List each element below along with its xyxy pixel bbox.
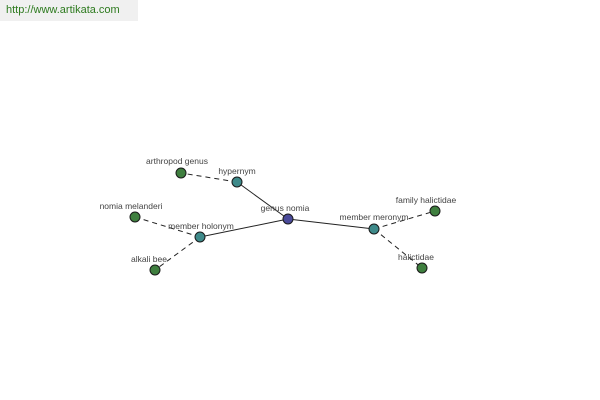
label-hypernym: hypernym: [218, 166, 255, 176]
watermark-bar: http://www.artikata.com: [0, 0, 138, 21]
node-nomia-melanderi[interactable]: [129, 211, 141, 223]
edge-center-member-holonym: [199, 218, 289, 238]
edge-holonym-nomia-melanderi: [134, 216, 201, 238]
node-halictidae[interactable]: [416, 262, 428, 274]
edge-hypernym-arthropod-genus: [180, 172, 238, 183]
graph-nodes: [129, 167, 441, 276]
node-arthropod-genus[interactable]: [175, 167, 187, 179]
label-alkali-bee: alkali bee: [131, 254, 167, 264]
edge-meronym-halictidae: [373, 228, 423, 269]
edge-center-hypernym: [236, 181, 289, 220]
watermark-url[interactable]: http://www.artikata.com: [6, 4, 120, 16]
label-halictidae: halictidae: [398, 252, 434, 262]
label-member-meronym: member meronym: [340, 212, 409, 222]
node-member-holonym[interactable]: [194, 231, 206, 243]
node-genus-nomia[interactable]: [282, 213, 294, 225]
label-arthropod-genus: arthropod genus: [146, 156, 208, 166]
graph-edges: [134, 172, 436, 271]
edge-center-member-meronym: [287, 218, 375, 230]
label-family-halictidae: family halictidae: [396, 195, 457, 205]
label-member-holonym: member holonym: [168, 221, 234, 231]
label-genus-nomia: genus nomia: [261, 203, 310, 213]
node-alkali-bee[interactable]: [149, 264, 161, 276]
node-hypernym[interactable]: [231, 176, 243, 188]
node-family-halictidae[interactable]: [429, 205, 441, 217]
graph-labels: genus nomia hypernym member holonym memb…: [100, 156, 457, 264]
label-nomia-melanderi: nomia melanderi: [100, 201, 163, 211]
node-member-meronym[interactable]: [368, 223, 380, 235]
edge-holonym-alkali-bee: [154, 236, 201, 271]
edge-meronym-family-halictidae: [373, 210, 436, 230]
